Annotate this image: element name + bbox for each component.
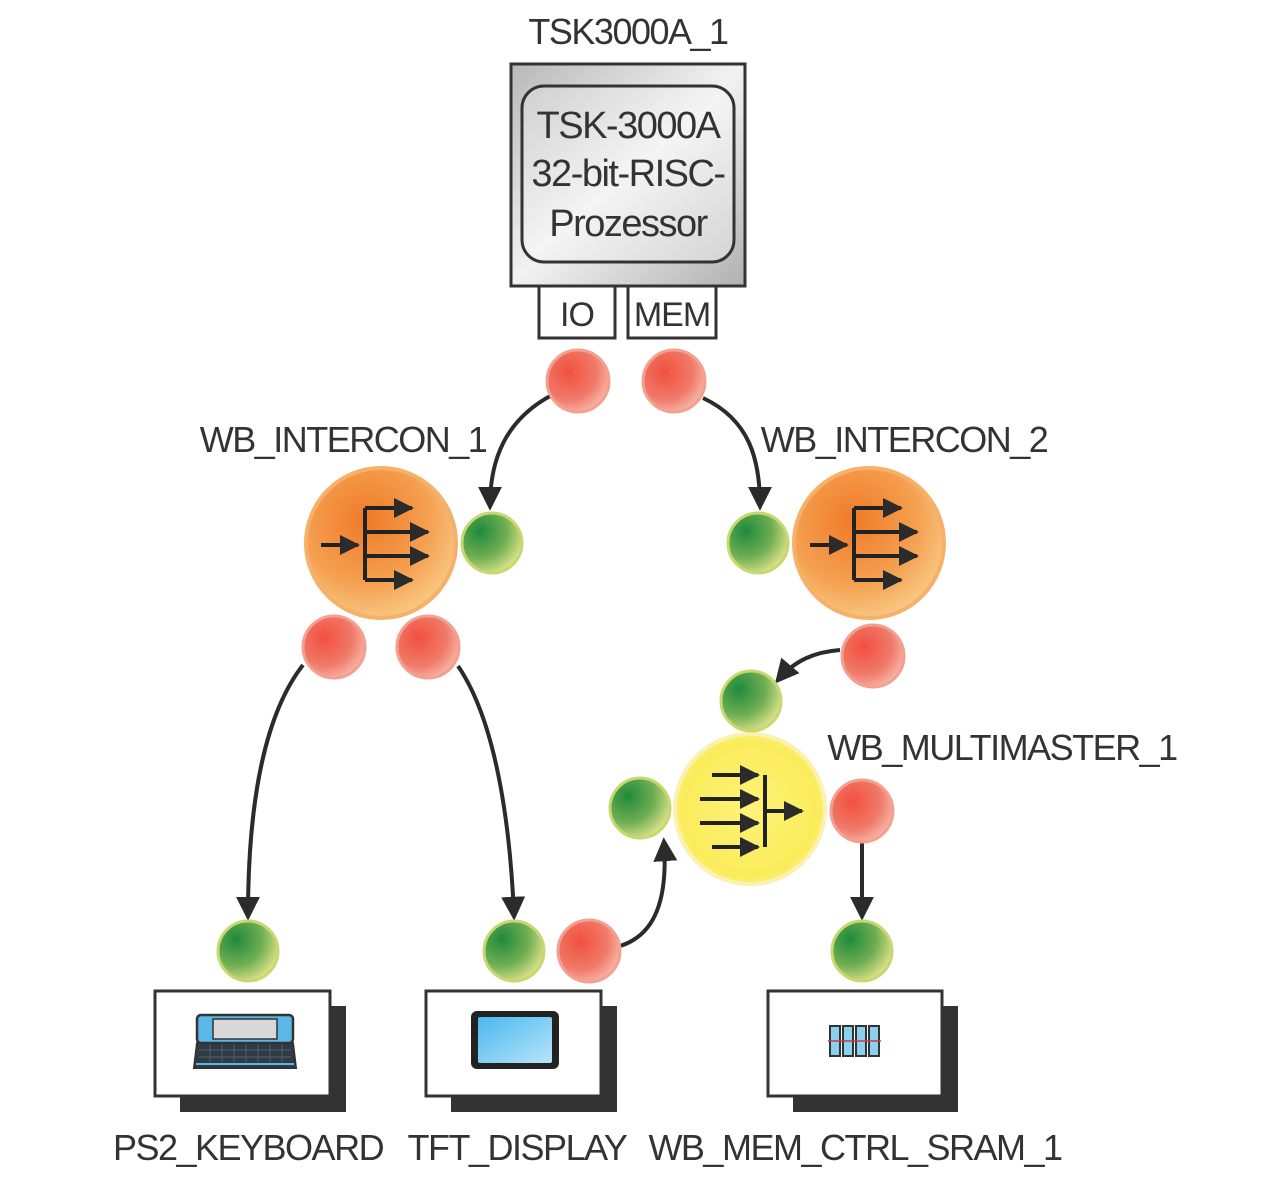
display-slave-port[interactable] — [482, 919, 546, 983]
merge-arrows-icon — [700, 765, 804, 857]
connections — [236, 393, 874, 948]
display-peripheral[interactable]: TFT_DISPLAY — [408, 918, 629, 1168]
fanout-arrows-icon — [321, 498, 430, 590]
processor-title-line: Prozessor — [549, 203, 708, 245]
intercon2-slave-port[interactable] — [726, 511, 790, 575]
multimaster-label: WB_MULTIMASTER_1 — [827, 727, 1177, 768]
intercon1-master-port[interactable] — [301, 614, 367, 680]
intercon1-master-port[interactable] — [395, 614, 461, 680]
keyboard-slave-port[interactable] — [216, 919, 280, 983]
sram-label: WB_MEM_CTRL_SRAM_1 — [648, 1127, 1062, 1168]
wire-intercon2-to-multimaster[interactable] — [774, 648, 841, 684]
wire-mem-to-intercon2[interactable] — [702, 396, 772, 511]
processor-core — [520, 84, 736, 264]
intercon1-body — [304, 466, 458, 620]
multimaster-master-port[interactable] — [829, 778, 895, 844]
processor-block[interactable]: TSK3000A_1 TSK-3000A 32-bit-RISC- Prozes… — [509, 11, 747, 340]
keyboard-label: PS2_KEYBOARD — [113, 1127, 384, 1168]
intercon2-master-port[interactable] — [840, 623, 906, 689]
keyboard-icon — [192, 1013, 298, 1069]
intercon1-node[interactable]: WB_INTERCON_1 — [200, 419, 524, 680]
multimaster-slave-port[interactable] — [719, 669, 783, 733]
wire-io-to-intercon1[interactable] — [478, 393, 553, 511]
multimaster-node[interactable]: WB_MULTIMASTER_1 — [608, 669, 1179, 886]
mem-port-box[interactable]: MEM — [626, 284, 718, 340]
master-port-io[interactable] — [545, 348, 611, 414]
multimaster-body — [673, 732, 827, 886]
processor-title-line: 32-bit-RISC- — [531, 153, 724, 195]
wire-display-to-multimaster[interactable] — [619, 837, 678, 948]
wire-intercon1-to-display[interactable] — [456, 664, 526, 921]
memory-chip-icon — [828, 1025, 881, 1057]
io-port-label: IO — [560, 296, 594, 334]
keyboard-peripheral[interactable]: PS2_KEYBOARD — [113, 919, 385, 1168]
intercon2-node[interactable]: WB_INTERCON_2 — [726, 419, 1049, 689]
fanout-arrows-icon — [810, 498, 919, 590]
multimaster-slave-port[interactable] — [608, 776, 672, 840]
sram-peripheral[interactable]: WB_MEM_CTRL_SRAM_1 — [648, 919, 1064, 1168]
display-icon — [471, 1011, 559, 1069]
wire-intercon1-to-keyboard[interactable] — [236, 663, 305, 921]
intercon2-label: WB_INTERCON_2 — [761, 419, 1048, 460]
sram-slave-port[interactable] — [830, 919, 894, 983]
display-label: TFT_DISPLAY — [408, 1127, 628, 1168]
processor-instance-label: TSK3000A_1 — [528, 11, 728, 52]
processor-title-line: TSK-3000A — [537, 105, 722, 147]
io-port-box[interactable]: IO — [537, 284, 617, 340]
mem-port-label: MEM — [634, 296, 710, 334]
master-port-mem[interactable] — [641, 348, 707, 414]
display-master-port[interactable] — [556, 918, 622, 984]
intercon1-label: WB_INTERCON_1 — [200, 419, 487, 460]
intercon2-body — [792, 466, 946, 620]
intercon1-slave-port[interactable] — [460, 511, 524, 575]
